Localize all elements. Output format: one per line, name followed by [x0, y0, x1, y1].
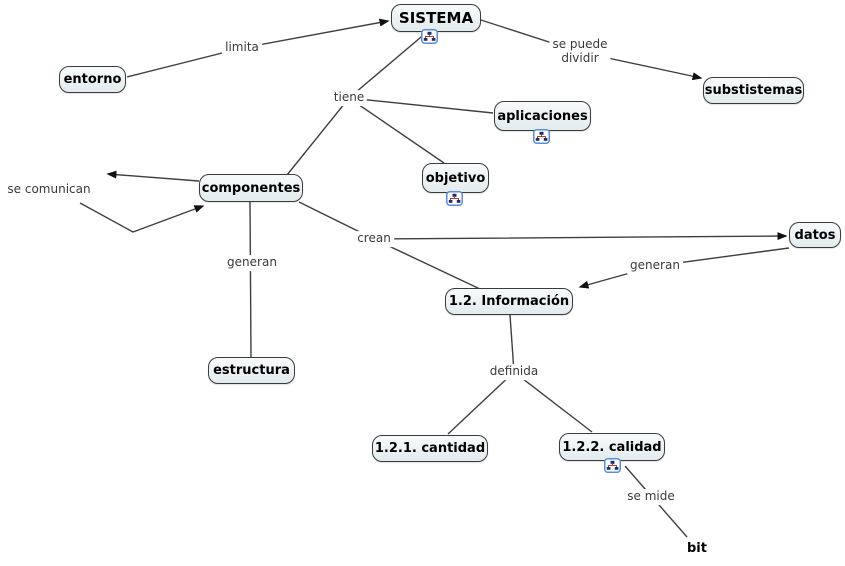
link-label-generan-der[interactable]: generan [627, 258, 683, 274]
concept-node-objetivo[interactable]: objetivo [422, 163, 489, 193]
concept-node-cantidad[interactable]: 1.2.1. cantidad [372, 435, 488, 462]
concept-node-aplicaciones[interactable]: aplicaciones [494, 101, 591, 131]
cmap-resource-icon[interactable] [533, 129, 550, 144]
concept-node-estructura[interactable]: estructura [208, 357, 295, 384]
edge-secomunican-componentes-in[interactable] [79, 202, 205, 233]
edge-componentes-secomunican-out[interactable] [106, 170, 200, 182]
edge-tiene-aplicaciones[interactable] [348, 97, 494, 114]
link-label-se-puede-dividir[interactable]: se puede dividir [549, 37, 611, 67]
concept-node-sistema[interactable]: SISTEMA [391, 4, 481, 32]
concept-node-substistemas[interactable]: substistemas [703, 77, 804, 104]
cmap-resource-icon[interactable] [421, 29, 438, 44]
concept-node-bit[interactable]: bit [687, 540, 707, 556]
edge-definida-calidad[interactable] [513, 371, 593, 433]
edge-datos-generan-informacion[interactable] [578, 247, 790, 289]
concept-node-componentes[interactable]: componentes [199, 174, 303, 202]
edge-informacion-definida[interactable] [509, 314, 515, 373]
link-label-crean[interactable]: crean [354, 231, 394, 247]
link-label-se-mide[interactable]: se mide [624, 489, 678, 505]
link-label-definida[interactable]: definida [486, 364, 542, 380]
edge-crean-informacion[interactable] [373, 238, 481, 290]
cmap-resource-icon[interactable] [604, 458, 621, 473]
link-label-generan-izq[interactable]: generan [224, 255, 280, 271]
link-label-tiene[interactable]: tiene [330, 90, 368, 106]
cmap-resource-icon[interactable] [446, 191, 463, 206]
edge-componentes-generan-estructura[interactable] [249, 201, 252, 359]
concept-node-calidad[interactable]: 1.2.2. calidad [559, 433, 665, 461]
concept-node-datos[interactable]: datos [789, 222, 841, 248]
edge-definida-cantidad[interactable] [447, 371, 515, 435]
link-label-se-comunican[interactable]: se comunican [4, 182, 94, 198]
concept-node-informacion[interactable]: 1.2. Información [445, 288, 573, 315]
concept-node-entorno[interactable]: entorno [59, 66, 126, 93]
edge-tiene-objetivo[interactable] [348, 97, 445, 164]
link-label-limita[interactable]: limita [222, 40, 262, 56]
